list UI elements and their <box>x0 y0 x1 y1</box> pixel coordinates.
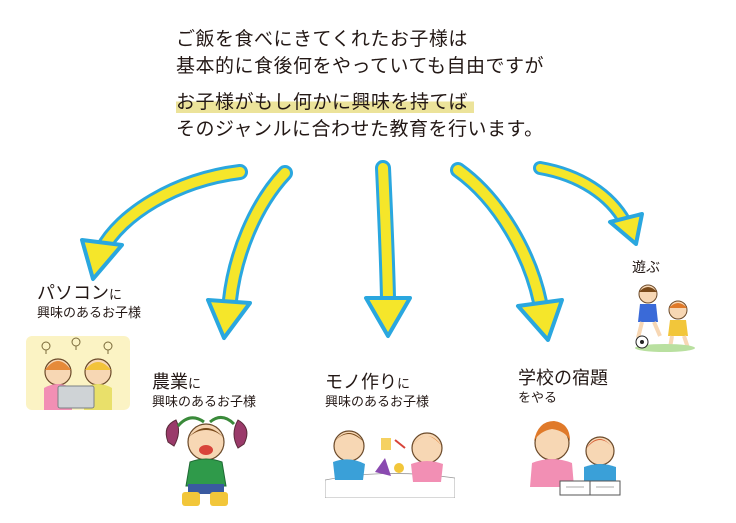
illustration-playing-soccer <box>635 284 695 352</box>
branch-title-homework: 学校の宿題 <box>518 368 608 389</box>
intro-line-3-highlighted: お子様がもし何かに興味を持てば <box>176 91 475 113</box>
branch-subtitle-homework: をやる <box>518 391 558 406</box>
illustration-homework <box>530 421 621 496</box>
branch-title-crafting: モノ作り <box>325 372 397 393</box>
arrow-to-pc <box>80 164 248 281</box>
branch-label-play: 遊ぶ <box>632 259 660 277</box>
branch-title-agriculture: 農業 <box>152 372 188 393</box>
branch-label-homework: 学校の宿題 をやる <box>518 368 608 408</box>
branch-label-crafting: モノ作りに 興味のあるお子様 <box>325 372 430 410</box>
intro-line-2: 基本的に食後何をやっていても自由ですが <box>176 55 545 77</box>
arrow-to-play <box>533 161 644 246</box>
arrow-to-crafting <box>364 160 412 338</box>
intro-line-4: そのジャンルに合わせた教育を行います。 <box>176 118 544 140</box>
intro-text: ご飯を食べにきてくれたお子様は 基本的に食後何をやっていても自由ですが お子様が… <box>176 26 544 143</box>
branch-subtitle-crafting: 興味のあるお子様 <box>325 395 430 410</box>
illustration-farming-child <box>165 416 248 506</box>
branch-label-agriculture: 農業に 興味のあるお子様 <box>152 372 257 410</box>
arrow-to-homework <box>450 162 564 342</box>
illustration-kids-computer <box>26 336 130 410</box>
intro-line-1: ご飯を食べにきてくれたお子様は <box>176 28 468 50</box>
branch-label-pc: パソコンに 興味のあるお子様 <box>37 283 142 321</box>
branch-subtitle-agriculture: 興味のあるお子様 <box>152 395 257 410</box>
arrow-to-agriculture <box>206 165 293 340</box>
illustration-crafting-kids <box>325 430 455 498</box>
branch-title-play: 遊ぶ <box>632 260 660 276</box>
branch-subtitle-pc: 興味のあるお子様 <box>37 306 142 321</box>
branch-title-pc: パソコン <box>37 283 109 304</box>
